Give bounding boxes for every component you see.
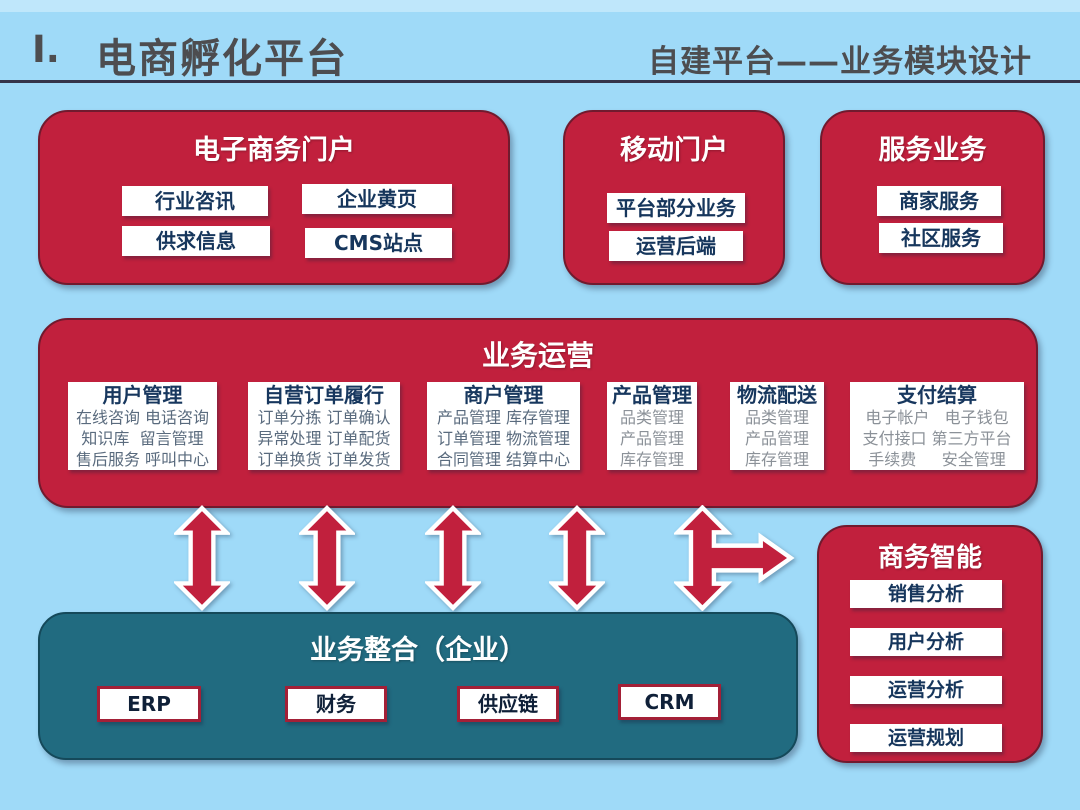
operation-card-payment: 支付结算 电子帐户 电子钱包 支付接口 第三方平台 手续费 安全管理 [850, 382, 1024, 470]
bi-item-user-analysis: 用户分析 [850, 628, 1002, 656]
header-divider [0, 80, 1080, 83]
card-title: 产品管理 [612, 383, 692, 407]
card-line: 知识库 留言管理 [81, 429, 204, 448]
business-operations-box: 业务运营 用户管理 在线咨询 电话咨询 知识库 留言管理 售后服务 呼叫中心 自… [38, 318, 1038, 508]
integration-item-finance: 财务 [285, 686, 387, 722]
portal-item: 供求信息 [122, 226, 270, 256]
ecommerce-portal-box: 电子商务门户 行业咨讯 企业黄页 供求信息 CMS站点 [38, 110, 510, 285]
bi-item-operation-planning: 运营规划 [850, 724, 1002, 752]
bi-item-operation-analysis: 运营分析 [850, 676, 1002, 704]
card-title: 支付结算 [897, 383, 977, 407]
box-title: 业务整合（企业） [310, 635, 526, 666]
service-business-box: 服务业务 商家服务 社区服务 [820, 110, 1045, 285]
box-title: 服务业务 [878, 135, 987, 166]
card-line: 电子帐户 电子钱包 [865, 408, 1009, 427]
section-number: I. [32, 28, 60, 71]
page-subtitle: 自建平台——业务模块设计 [648, 44, 1032, 80]
double-arrow-icon [174, 505, 230, 611]
card-line: 产品管理 库存管理 [436, 408, 571, 427]
operation-card-user-mgmt: 用户管理 在线咨询 电话咨询 知识库 留言管理 售后服务 呼叫中心 [68, 382, 217, 470]
double-arrow-icon [425, 505, 481, 611]
integration-item-erp: ERP [97, 686, 201, 722]
service-item: 商家服务 [877, 186, 1001, 216]
card-line: 库存管理 [744, 450, 809, 469]
card-line: 合同管理 结算中心 [436, 450, 571, 469]
card-line: 订单管理 物流管理 [436, 429, 571, 448]
page-title: 电商孵化平台 [96, 36, 348, 82]
box-title: 电子商务门户 [193, 135, 355, 166]
card-line: 异常处理 订单配货 [257, 429, 391, 448]
portal-item: 运营后端 [609, 231, 743, 261]
card-line: 售后服务 呼叫中心 [75, 450, 210, 469]
operation-card-product-mgmt: 产品管理 品类管理 产品管理 库存管理 [607, 382, 697, 470]
integration-item-crm: CRM [618, 684, 721, 720]
card-line: 订单分拣 订单确认 [257, 408, 391, 427]
portal-item: 平台部分业务 [607, 193, 745, 223]
service-item: 社区服务 [879, 223, 1003, 253]
integration-item-supply-chain: 供应链 [457, 686, 559, 722]
card-line: 产品管理 [744, 429, 809, 448]
card-title: 物流配送 [737, 383, 817, 407]
mobile-portal-box: 移动门户 平台部分业务 运营后端 [563, 110, 785, 285]
bi-item-sales-analysis: 销售分析 [850, 580, 1002, 608]
double-arrow-icon [549, 505, 605, 611]
portal-item: 行业咨讯 [122, 186, 268, 216]
box-title: 移动门户 [620, 135, 728, 166]
business-integration-box: 业务整合（企业） ERP 财务 供应链 CRM [38, 612, 798, 760]
card-title: 自营订单履行 [264, 383, 384, 407]
portal-item: 企业黄页 [302, 184, 452, 214]
portal-item: CMS站点 [305, 228, 452, 258]
top-strip [0, 0, 1080, 12]
operation-card-merchant-mgmt: 商户管理 产品管理 库存管理 订单管理 物流管理 合同管理 结算中心 [427, 382, 580, 470]
card-title: 用户管理 [102, 383, 183, 407]
card-line: 库存管理 [619, 450, 684, 469]
card-line: 品类管理 [744, 408, 809, 427]
card-line: 品类管理 [619, 408, 684, 427]
business-intelligence-box: 商务智能 销售分析 用户分析 运营分析 运营规划 [817, 525, 1043, 763]
box-title: 商务智能 [877, 543, 982, 573]
card-line: 在线咨询 电话咨询 [75, 408, 210, 427]
card-line: 产品管理 [619, 429, 684, 448]
card-line: 支付接口 第三方平台 [862, 429, 1012, 448]
operation-card-order-fulfillment: 自营订单履行 订单分拣 订单确认 异常处理 订单配货 订单换货 订单发货 [248, 382, 400, 470]
operation-card-logistics: 物流配送 品类管理 产品管理 库存管理 [730, 382, 824, 470]
branched-double-arrow-icon [674, 505, 795, 611]
card-title: 商户管理 [463, 383, 544, 407]
card-line: 手续费 安全管理 [868, 450, 1006, 469]
box-title: 业务运营 [481, 339, 594, 372]
card-line: 订单换货 订单发货 [257, 450, 391, 469]
double-arrow-icon [299, 505, 355, 611]
